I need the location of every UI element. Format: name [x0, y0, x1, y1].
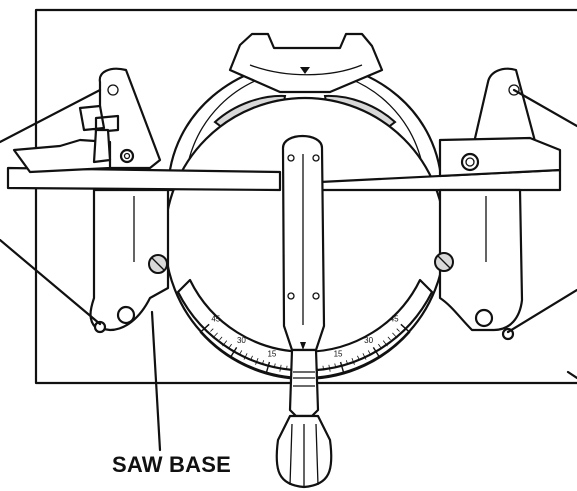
right-fence-hole — [508, 84, 520, 96]
base-frame-plate — [6, 166, 282, 192]
right-side-bolt-slot — [437, 255, 451, 269]
scale-tick — [243, 353, 248, 360]
arm-screw-3 — [287, 292, 295, 300]
mounting-board-outline — [34, 8, 577, 385]
scale-label: 15 — [334, 349, 343, 358]
leader-lower-left — [0, 238, 102, 326]
scale-tick — [345, 360, 348, 365]
scale-tick — [334, 363, 337, 368]
fence-lock-knob — [78, 104, 120, 134]
handle-rings — [293, 371, 315, 387]
scale-tick — [382, 340, 388, 347]
scale-tick — [400, 323, 410, 333]
scale-tick — [362, 353, 367, 360]
scale-tick — [279, 364, 282, 372]
arm-screw-4 — [312, 292, 320, 300]
arm-screw-1 — [287, 154, 295, 162]
scale-label: 15 — [267, 349, 276, 358]
left-fence-hole — [107, 84, 119, 96]
right-mount-hole — [474, 308, 494, 328]
scale-label: 45 — [211, 314, 220, 323]
arm-screw-2 — [312, 154, 320, 162]
leader-saw-base — [150, 310, 162, 452]
scale-tick — [219, 336, 223, 341]
scale-tick — [255, 358, 259, 365]
scale-tick — [212, 332, 218, 339]
scale-tick — [210, 328, 214, 332]
scale-label: 30 — [237, 336, 246, 345]
scale-label: 45 — [390, 314, 399, 323]
scale-tick — [339, 361, 345, 373]
scale-tick — [230, 347, 238, 358]
right-fence-block — [438, 136, 562, 178]
right-base-leg — [438, 188, 524, 332]
guard-top-housing — [228, 32, 384, 94]
scale-tick — [372, 347, 380, 358]
scale-tick — [351, 358, 355, 365]
leader-lower-right — [506, 288, 577, 334]
left-fence — [98, 67, 162, 170]
arm-pointer — [300, 342, 306, 350]
knob-grip-lines — [289, 423, 319, 487]
left-fence-bracket — [12, 138, 112, 174]
scale-tick — [357, 355, 360, 360]
scale-tick — [328, 364, 331, 372]
scale-tick — [222, 340, 228, 347]
left-base-leg — [89, 188, 170, 332]
scale-tick — [322, 365, 324, 370]
miter-scale-band — [176, 278, 434, 372]
guard-top-window — [249, 64, 363, 76]
left-leg-bolt — [93, 320, 107, 334]
fence-lock-post — [92, 128, 112, 164]
scale-tick — [286, 365, 288, 370]
guard-indicator — [300, 67, 310, 74]
right-fence-knob — [460, 152, 480, 172]
scale-tick — [250, 355, 253, 360]
scale-tick — [200, 323, 210, 333]
scale-label: 30 — [364, 336, 373, 345]
scale-tick — [396, 328, 400, 332]
left-side-bolt-slot — [151, 257, 165, 271]
left-mount-hole — [116, 305, 136, 325]
scale-tick — [265, 361, 271, 373]
scale-tick — [273, 363, 276, 368]
scale-tick — [392, 332, 398, 339]
leader-right-edge — [566, 370, 577, 380]
saw-base-label: SAW BASE — [112, 452, 231, 477]
scale-tick — [262, 360, 265, 365]
leader-upper-left — [0, 88, 102, 144]
scale-tick — [387, 336, 391, 341]
miter-handle — [288, 348, 320, 418]
scale-tick — [378, 343, 381, 348]
scale-tick — [239, 350, 243, 355]
left-fence-knob — [119, 148, 135, 164]
left-fence-knob-center — [123, 152, 131, 160]
scale-tick — [367, 350, 371, 355]
right-fence-knob-center — [465, 157, 475, 167]
scale-tick — [229, 343, 232, 348]
leader-upper-right — [512, 88, 577, 128]
